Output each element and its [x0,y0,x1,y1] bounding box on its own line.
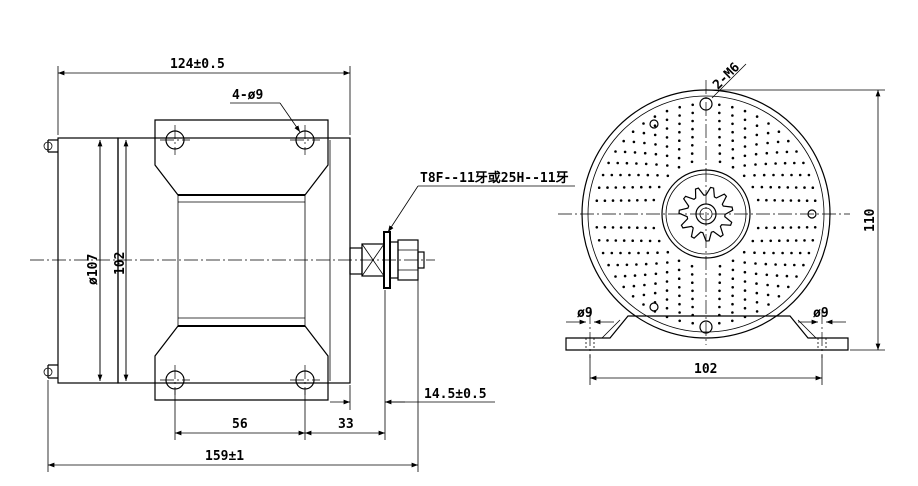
front-view: 2-M6 110 ø9 ø9 102 [558,60,885,385]
dim-sprocket-spec: T8F--11牙或25H--11牙 [420,170,569,186]
dim-base-width: 102 [694,362,717,377]
dim-total-length: 159±1 [205,449,244,464]
screw-hole-lower-left [649,302,659,312]
base-bend-lines [601,319,817,339]
base-plate [565,315,849,351]
dim-base-hole-left: ø9 [577,306,593,321]
dim-hole-spacing: 56 [232,417,248,432]
dim-overall-body-length: 124±0.5 [170,57,225,72]
shaft-collar [349,247,363,275]
dim-diameter-outer: ø107 [86,254,101,285]
side-view: 124±0.5 4-ø9 T8F--11牙或25H--11牙 14.5±0.5 … [30,57,575,472]
dim-shaft-extension: 14.5±0.5 [424,387,487,402]
screw-top-left [43,141,53,151]
dim-base-hole-right: ø9 [813,306,829,321]
screw-bottom-left [43,367,53,377]
vent-holes [595,103,817,325]
boss-top-left [47,139,58,153]
dim-mounting-holes: 4-ø9 [232,88,263,103]
screw-hole-upper-left [649,119,659,129]
dim-threaded-holes: 2-M6 [710,60,743,93]
dim-height-flange: 102 [113,252,128,275]
dim-overall-height: 110 [863,208,878,232]
motor-housing [117,137,351,384]
dim-hole-to-shaft: 33 [338,417,354,432]
